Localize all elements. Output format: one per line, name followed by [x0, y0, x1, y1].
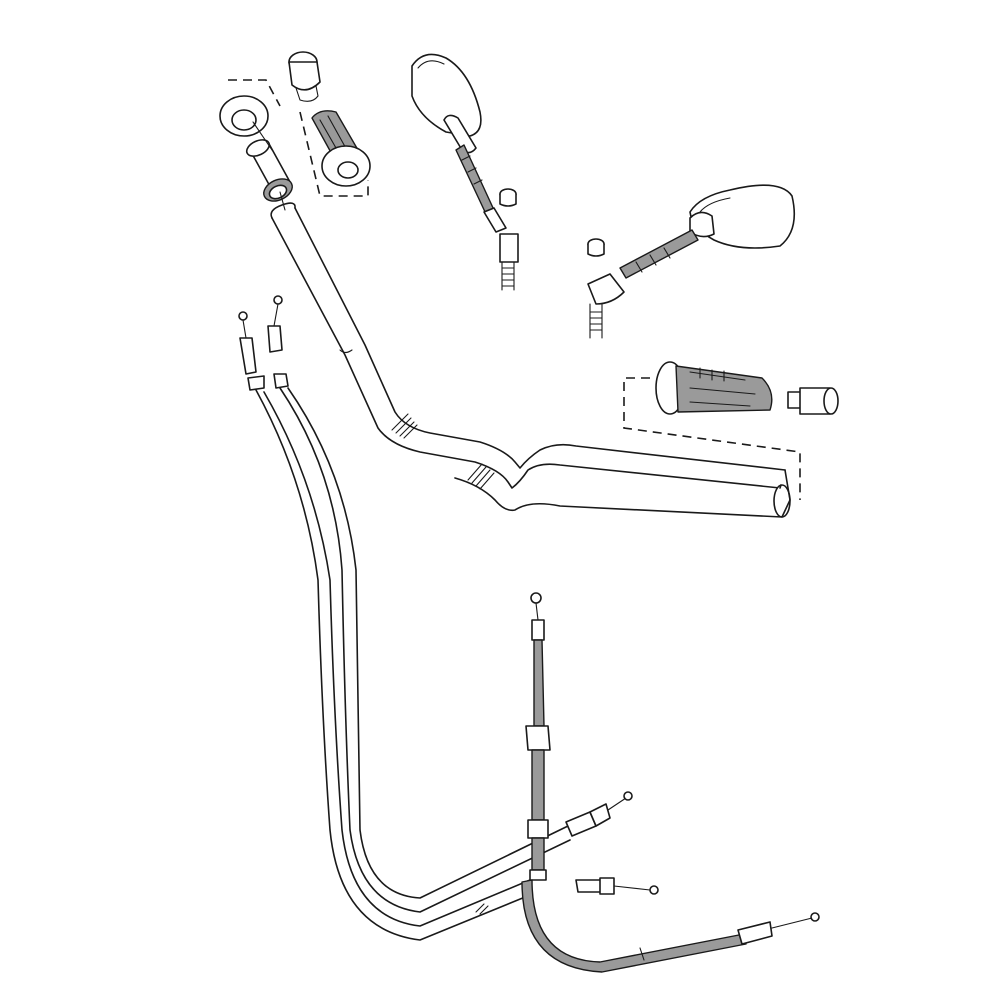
handlebar	[270, 202, 791, 518]
throttle-cable-ends	[238, 295, 289, 391]
right-grip-assembly	[623, 361, 839, 500]
left-grip-assembly	[219, 51, 371, 211]
left-bar-end-weight	[288, 51, 321, 102]
right-mirror	[587, 184, 796, 339]
right-grip-bracket	[623, 377, 801, 500]
right-hand-grip	[655, 361, 773, 415]
left-washer	[219, 95, 269, 137]
throttle-cables	[238, 295, 659, 941]
left-throttle-sleeve	[245, 139, 293, 202]
right-bar-end-weight	[787, 387, 839, 415]
knurl-mark-left	[391, 413, 418, 439]
throttle-cable-adjusters	[565, 791, 659, 895]
clutch-cable	[521, 592, 820, 973]
left-grip-bracket	[228, 79, 369, 197]
left-hand-grip	[311, 110, 371, 187]
knurl-mark-right	[467, 463, 495, 490]
left-mirror	[411, 53, 519, 291]
